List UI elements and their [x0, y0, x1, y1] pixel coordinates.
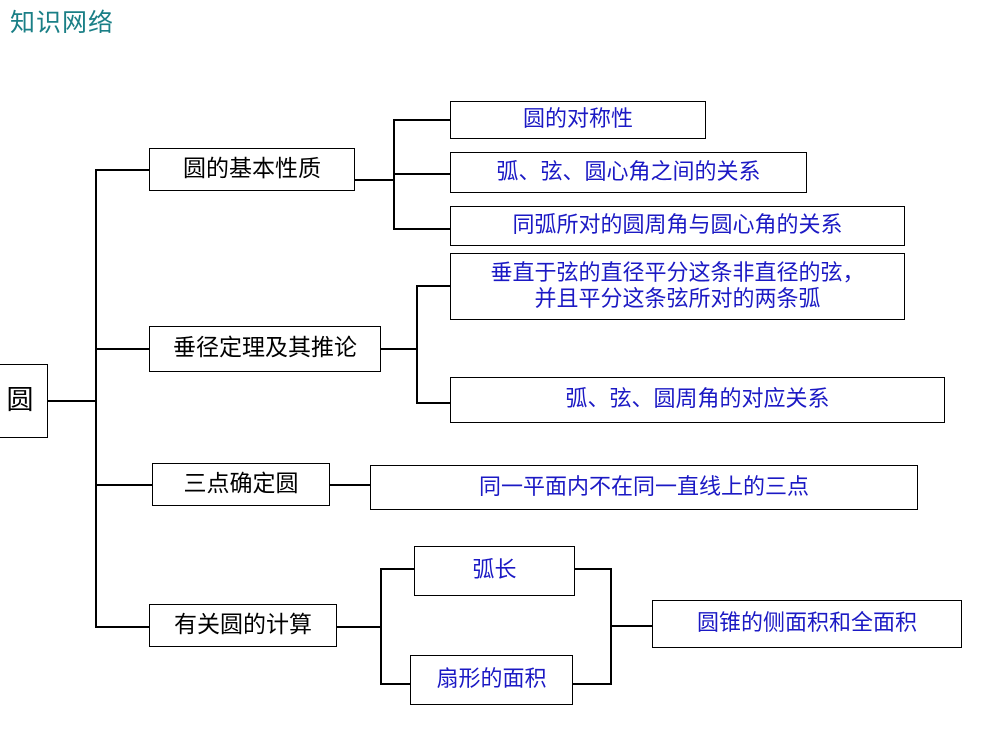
connector-basic-to-arc-chord-center [393, 173, 451, 175]
connector-perp-vertical [416, 285, 418, 403]
connector-perp-stem [381, 348, 418, 350]
connector-perp-to-perp-diameter [416, 285, 451, 287]
connector-calc-to-sector-area [380, 683, 412, 685]
connector-calc-stem [337, 626, 381, 628]
connector-basic-to-symmetry [393, 119, 451, 121]
connector-basic-to-inscribed-central [393, 228, 451, 230]
node-arc-length[interactable]: 弧长 [414, 546, 575, 596]
connector-trunk-to-three [95, 484, 153, 486]
node-arc-chord-inscribed-angle-correspondence[interactable]: 弧、弦、圆周角的对应关系 [450, 377, 945, 423]
connector-trunk-vertical [95, 169, 97, 627]
connector-trunk-to-calc [95, 626, 150, 628]
node-cone-lateral-and-total-area[interactable]: 圆锥的侧面积和全面积 [652, 600, 962, 648]
node-root-circle[interactable]: 圆 [0, 364, 48, 438]
node-circle-symmetry[interactable]: 圆的对称性 [450, 101, 706, 139]
connector-perp-to-arc-chord-inscribed [416, 402, 451, 404]
connector-basic-stem [355, 179, 395, 181]
connector-root-to-trunk [48, 400, 96, 402]
node-sector-area[interactable]: 扇形的面积 [410, 655, 573, 705]
node-basic-properties[interactable]: 圆的基本性质 [149, 148, 355, 191]
node-inscribed-central-angle-relation[interactable]: 同弧所对的圆周角与圆心角的关系 [450, 206, 905, 246]
connector-merge-to-cone [610, 625, 654, 627]
node-circle-calculations[interactable]: 有关圆的计算 [149, 604, 337, 647]
node-perpendicular-diameter-bisects-chord[interactable]: 垂直于弦的直径平分这条非直径的弦， 并且平分这条弦所对的两条弧 [450, 253, 905, 320]
connector-three-to-three-points [330, 484, 371, 486]
node-three-non-collinear-points[interactable]: 同一平面内不在同一直线上的三点 [370, 465, 918, 510]
connector-sector-area-merge [572, 683, 612, 685]
page-title: 知识网络 [10, 8, 115, 37]
connector-trunk-to-basic [95, 169, 150, 171]
connector-trunk-to-perp [95, 348, 150, 350]
connector-calc-vertical [380, 568, 382, 684]
node-three-points-determine-circle[interactable]: 三点确定圆 [152, 463, 330, 506]
node-arc-chord-central-angle-relation[interactable]: 弧、弦、圆心角之间的关系 [450, 152, 807, 193]
connector-arc-length-merge [574, 568, 612, 570]
node-perpendicular-diameter-theorem[interactable]: 垂径定理及其推论 [149, 326, 381, 372]
connector-calc-to-arc-length [380, 568, 415, 570]
